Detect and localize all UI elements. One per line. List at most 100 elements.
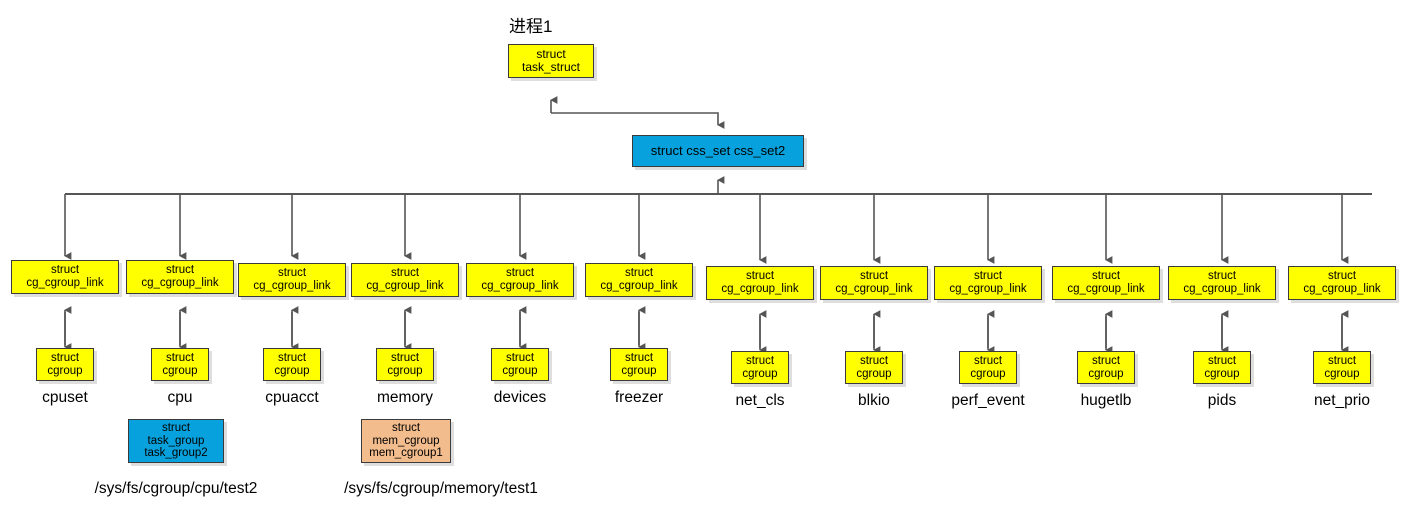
cgroup-line1: struct — [624, 351, 654, 364]
link-line2: cg_cgroup_link — [366, 280, 444, 292]
link-line2: cg_cgroup_link — [1183, 283, 1261, 295]
link-line1: struct — [505, 267, 535, 280]
link-line1: struct — [1207, 270, 1237, 283]
cgroup-line2: cgroup — [856, 367, 892, 380]
cgroup-line2: cgroup — [970, 367, 1006, 380]
link-line1: struct — [624, 267, 654, 280]
node-cg-cgroup-link-net-cls[interactable]: struct cg_cgroup_link — [706, 266, 814, 300]
page-title: 进程1 — [509, 17, 553, 36]
path-label-cpu-test2: /sys/fs/cgroup/cpu/test2 — [94, 480, 258, 497]
subsystem-label-blkio: blkio — [858, 392, 890, 409]
node-cgroup-net-prio[interactable]: struct cgroup — [1313, 351, 1371, 384]
path-label-memory-test1: /sys/fs/cgroup/memory/test1 — [344, 480, 538, 497]
node-cg-cgroup-link-net-prio[interactable]: struct cg_cgroup_link — [1288, 266, 1396, 300]
subsystem-label-freezer: freezer — [614, 389, 664, 406]
node-cg-cgroup-link-pids[interactable]: struct cg_cgroup_link — [1168, 266, 1276, 300]
node-cgroup-freezer[interactable]: struct cgroup — [610, 348, 668, 381]
subsystem-label-net-prio: net_prio — [1313, 392, 1370, 409]
link-line1: struct — [859, 270, 889, 283]
link-line2: cg_cgroup_link — [600, 280, 678, 292]
link-line1: struct — [1091, 270, 1121, 283]
node-cgroup-memory[interactable]: struct cgroup — [376, 348, 434, 381]
node-cgroup-perf-event[interactable]: struct cgroup — [959, 351, 1017, 384]
subsystem-label-cpuacct: cpuacct — [265, 389, 319, 406]
node-cgroup-net-cls[interactable]: struct cgroup — [731, 351, 789, 384]
task-group-line3: task_group2 — [144, 447, 208, 460]
cgroup-line1: struct — [973, 354, 1003, 367]
cgroup-line1: struct — [50, 351, 80, 364]
node-cg-cgroup-link-devices[interactable]: struct cg_cgroup_link — [466, 263, 574, 297]
node-cgroup-cpuset[interactable]: struct cgroup — [36, 348, 94, 381]
node-cg-cgroup-link-cpuset[interactable]: struct cg_cgroup_link — [11, 260, 119, 294]
cgroup-line2: cgroup — [274, 364, 310, 377]
subsystem-label-pids: pids — [1207, 392, 1237, 409]
node-cgroup-hugetlb[interactable]: struct cgroup — [1077, 351, 1135, 384]
link-line2: cg_cgroup_link — [1303, 283, 1381, 295]
cgroup-line1: struct — [1091, 354, 1121, 367]
node-cg-cgroup-link-perf-event[interactable]: struct cg_cgroup_link — [934, 266, 1042, 300]
node-cg-cgroup-link-blkio[interactable]: struct cg_cgroup_link — [820, 266, 928, 300]
node-cg-cgroup-link-cpu[interactable]: struct cg_cgroup_link — [126, 260, 234, 294]
cgroup-line1: struct — [1207, 354, 1237, 367]
node-cgroup-pids[interactable]: struct cgroup — [1193, 351, 1251, 384]
mem-cgroup-line3: mem_cgroup1 — [369, 447, 443, 460]
css-set2-label: struct css_set css_set2 — [650, 142, 786, 158]
node-cg-cgroup-link-hugetlb[interactable]: struct cg_cgroup_link — [1052, 266, 1160, 300]
link-line1: struct — [973, 270, 1003, 283]
cgroup-line2: cgroup — [162, 364, 198, 377]
node-cgroup-devices[interactable]: struct cgroup — [491, 348, 549, 381]
cgroup-line1: struct — [1327, 354, 1357, 367]
link-line1: struct — [277, 267, 307, 280]
node-cgroup-cpuacct[interactable]: struct cgroup — [263, 348, 321, 381]
node-task-struct[interactable]: struct task_struct — [508, 44, 594, 78]
cgroup-line1: struct — [505, 351, 535, 364]
node-cg-cgroup-link-memory[interactable]: struct cg_cgroup_link — [351, 263, 459, 297]
link-line1: struct — [165, 264, 195, 277]
subsystem-label-devices: devices — [493, 389, 547, 406]
cgroup-line1: struct — [859, 354, 889, 367]
cgroup-line2: cgroup — [621, 364, 657, 377]
link-line1: struct — [1327, 270, 1357, 283]
cgroup-line2: cgroup — [1088, 367, 1124, 380]
node-css-set2[interactable]: struct css_set css_set2 — [632, 135, 804, 167]
node-cgroup-blkio[interactable]: struct cgroup — [845, 351, 903, 384]
cgroup-line1: struct — [165, 351, 195, 364]
link-line2: cg_cgroup_link — [721, 283, 799, 295]
node-cg-cgroup-link-freezer[interactable]: struct cg_cgroup_link — [585, 263, 693, 297]
link-line2: cg_cgroup_link — [141, 277, 219, 289]
task-struct-line1: struct — [536, 46, 566, 61]
link-line2: cg_cgroup_link — [253, 280, 331, 292]
node-mem-cgroup1[interactable]: struct mem_cgroup mem_cgroup1 — [361, 419, 451, 463]
cgroup-line2: cgroup — [1324, 367, 1360, 380]
link-line2: cg_cgroup_link — [949, 283, 1027, 295]
link-line1: struct — [50, 264, 80, 277]
link-line2: cg_cgroup_link — [26, 277, 104, 289]
link-line2: cg_cgroup_link — [481, 280, 559, 292]
link-line2: cg_cgroup_link — [835, 283, 913, 295]
link-line2: cg_cgroup_link — [1067, 283, 1145, 295]
cgroup-line2: cgroup — [387, 364, 423, 377]
cgroup-line1: struct — [390, 351, 420, 364]
task-struct-line2: task_struct — [521, 60, 581, 74]
task-group-line1: struct — [161, 421, 191, 434]
node-cgroup-cpu[interactable]: struct cgroup — [151, 348, 209, 381]
subsystem-label-perf-event: perf_event — [951, 392, 1025, 409]
subsystem-label-cpu: cpu — [167, 389, 193, 406]
task-group-line2: task_group — [147, 434, 205, 447]
cgroup-line2: cgroup — [502, 364, 538, 377]
cgroup-line2: cgroup — [742, 367, 778, 380]
link-line1: struct — [745, 270, 775, 283]
subsystem-label-memory: memory — [377, 389, 433, 406]
node-cg-cgroup-link-cpuacct[interactable]: struct cg_cgroup_link — [238, 263, 346, 297]
cgroup-line1: struct — [277, 351, 307, 364]
cgroup-line2: cgroup — [1204, 367, 1240, 380]
mem-cgroup-line1: struct — [391, 421, 421, 434]
mem-cgroup-line2: mem_cgroup — [372, 434, 440, 447]
subsystem-label-cpuset: cpuset — [42, 389, 88, 406]
subsystem-label-hugetlb: hugetlb — [1080, 392, 1132, 409]
link-line1: struct — [390, 267, 420, 280]
node-task-group2[interactable]: struct task_group task_group2 — [128, 419, 224, 463]
subsystem-label-net-cls: net_cls — [735, 392, 785, 409]
cgroup-line1: struct — [745, 354, 775, 367]
